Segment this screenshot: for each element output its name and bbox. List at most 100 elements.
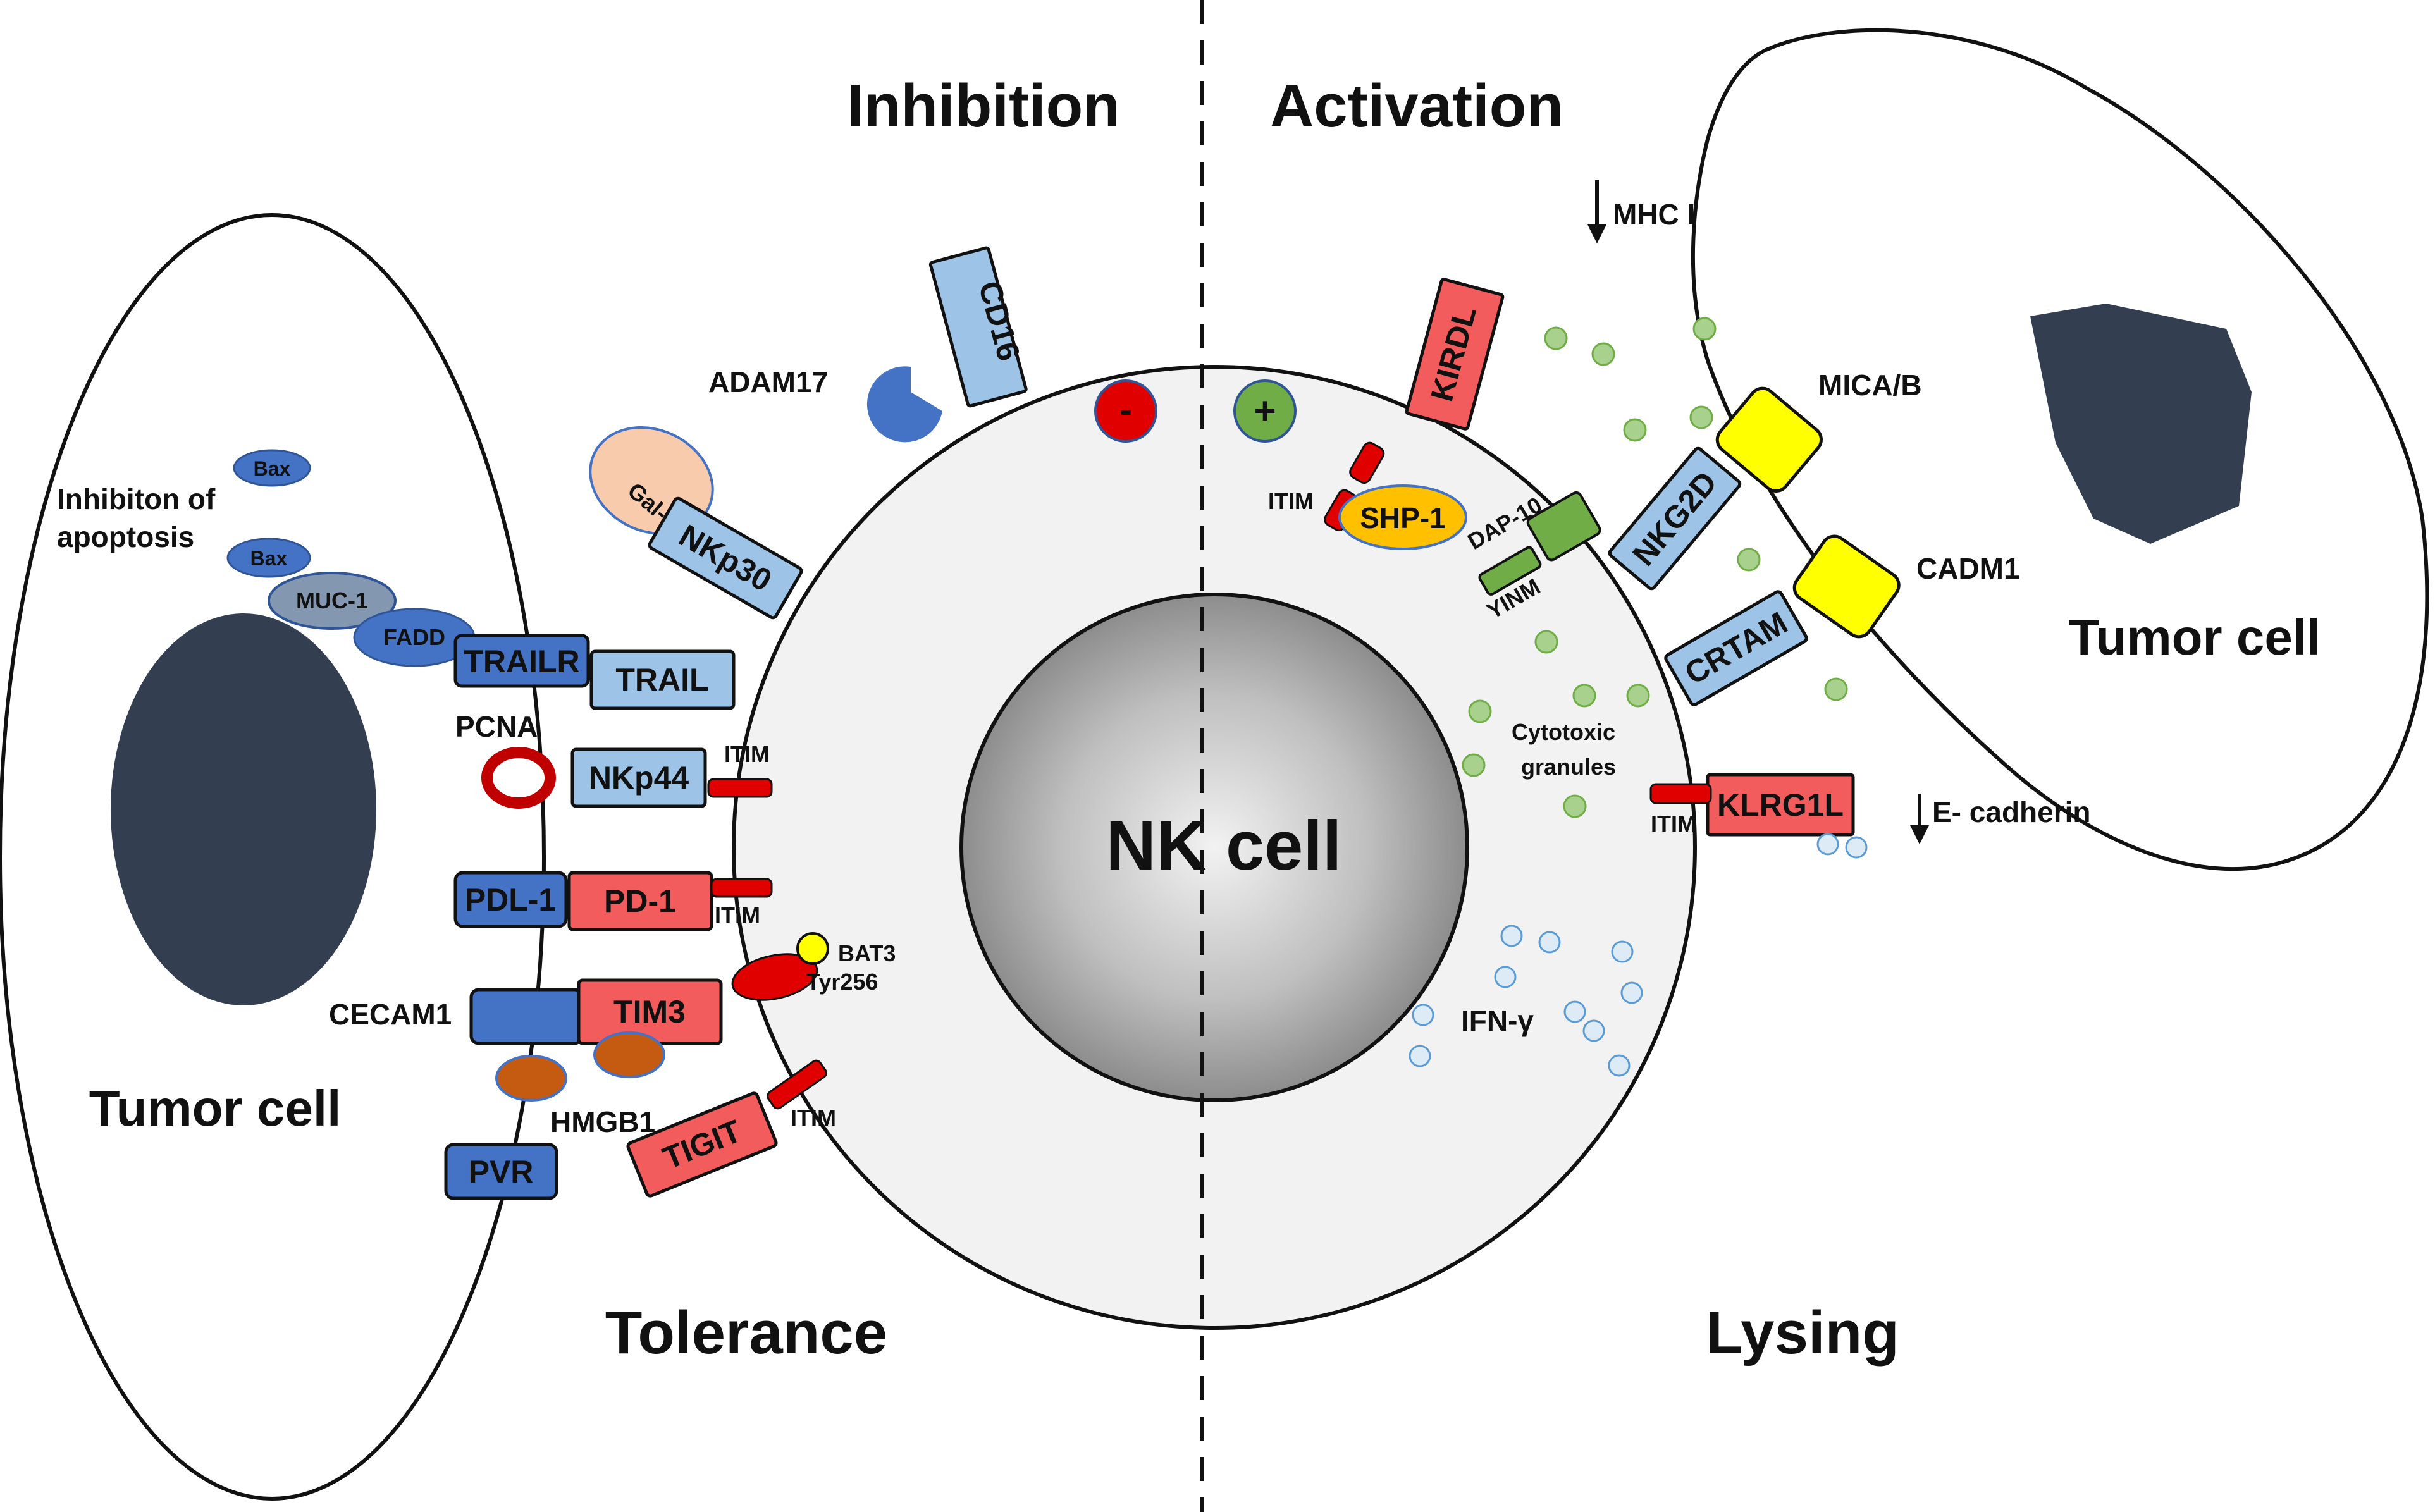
kirdl-receptor: KIRDL	[1405, 278, 1505, 431]
left-tumor-nucleus	[111, 613, 376, 1005]
granule	[1462, 753, 1486, 777]
yinm-box	[1478, 546, 1542, 596]
crtam-box	[1664, 590, 1808, 706]
granule	[1824, 677, 1848, 701]
granule	[1563, 794, 1587, 818]
nkg2d-receptor: NKG2D	[1608, 446, 1742, 591]
tim3-label: TIM3	[613, 994, 686, 1030]
granule	[1544, 326, 1568, 350]
muc1-label: MUC-1	[296, 587, 368, 613]
bax-1	[233, 449, 311, 487]
adam17-label: ADAM17	[708, 366, 828, 398]
cecam1-label: CECAM1	[329, 998, 452, 1031]
crtam-receptor: CRTAM	[1664, 590, 1808, 706]
tumor-cell-right-label: Tumor cell	[2069, 609, 2321, 665]
granule	[1737, 548, 1761, 572]
ifn-dot	[1538, 931, 1561, 954]
bax-2	[226, 538, 311, 578]
cd16-receptor: CD16	[928, 246, 1028, 408]
granule	[1692, 317, 1717, 341]
mica-label: MICA/B	[1818, 369, 1922, 402]
bat3-label: BAT3	[838, 940, 896, 966]
minus-sign-icon	[1094, 379, 1157, 443]
ifn-dot	[1500, 925, 1523, 947]
trail-label: TRAIL	[615, 662, 708, 698]
heading-activation: Activation	[1270, 72, 1563, 140]
ifn-dot	[1608, 1054, 1631, 1077]
shp1-label: SHP-1	[1360, 501, 1445, 534]
tyr256-domain	[731, 953, 818, 1001]
ifn-label: IFN-γ	[1461, 1004, 1534, 1037]
ifn-dot	[1620, 981, 1643, 1004]
cytotoxic-line2: granules	[1521, 754, 1616, 780]
pd1-box	[567, 871, 713, 931]
ecadherin-arrowhead-icon	[1910, 825, 1929, 844]
ecadherin-label: E- cadherin	[1932, 796, 2091, 828]
bat3-icon	[796, 932, 829, 965]
pdl1-label: PDL-1	[465, 882, 556, 918]
bax-2-label: Bax	[250, 547, 288, 570]
itim-nkp44-label: ITIM	[724, 741, 770, 767]
pdl1-box	[453, 871, 568, 928]
pvr-box	[444, 1143, 558, 1200]
nk-cell-label: NK cell	[1106, 807, 1342, 885]
ifn-dot	[1494, 966, 1517, 988]
itim-klrg1-label: ITIM	[1651, 811, 1696, 837]
trail-box	[589, 649, 736, 710]
granule	[1626, 684, 1650, 708]
muc1	[268, 572, 397, 630]
nkp44-label: NKp44	[589, 760, 689, 796]
itim-tigit-label: ITIM	[791, 1105, 836, 1131]
pcna-label: PCNA	[455, 710, 538, 743]
pvr-label: PVR	[469, 1154, 534, 1189]
plus-sign: +	[1254, 390, 1276, 432]
cadm1-label: CADM1	[1916, 552, 2020, 585]
pd1-label: PD-1	[604, 883, 676, 919]
cytotoxic-granules	[1462, 317, 1848, 818]
mica-box	[1715, 386, 1823, 493]
minus-sign: -	[1119, 388, 1132, 431]
mhc-label: MHC I	[1613, 198, 1695, 231]
shp1	[1338, 484, 1467, 550]
inhibition-of-apoptosis-line2: apoptosis	[57, 520, 194, 553]
pcna-ring-icon	[481, 747, 556, 809]
trailr-label: TRAILR	[464, 644, 579, 679]
cadm1-box	[1792, 534, 1901, 639]
nkg2d-box	[1608, 446, 1742, 591]
hmgb1-1	[495, 1055, 567, 1102]
nkp30-box	[648, 496, 803, 620]
nk-cell-nucleus	[959, 593, 1469, 1102]
dap10-box	[1526, 491, 1601, 562]
ifn-dot	[1409, 1045, 1431, 1067]
nkp30-receptor: NKp30	[648, 496, 803, 620]
ifn-dot	[1816, 833, 1839, 856]
itim-pd1-icon	[710, 878, 773, 898]
itim-tigit-icon	[767, 1059, 827, 1110]
bax-1-label: Bax	[254, 457, 291, 480]
nkp44-box	[570, 747, 707, 808]
inhibition-of-apoptosis-line1: Inhibiton of	[57, 482, 216, 515]
cecam1-box	[469, 988, 584, 1045]
right-tumor-nucleus	[2030, 304, 2252, 544]
hmgb1-label: HMGB1	[550, 1105, 655, 1138]
granule	[1689, 405, 1713, 429]
kirdl-box	[1405, 278, 1505, 431]
mhc-arrowhead-icon	[1587, 224, 1606, 243]
trailr-box	[453, 634, 590, 688]
plus-sign-icon	[1233, 379, 1297, 443]
granule	[1572, 684, 1596, 708]
ifn-gamma-molecules	[1409, 833, 1868, 1077]
heading-lysing: Lysing	[1706, 1299, 1899, 1367]
granule	[1623, 418, 1647, 442]
tumor-cell-left-label: Tumor cell	[89, 1080, 342, 1136]
cd16-box	[928, 246, 1028, 408]
ifn-dot	[1563, 1000, 1586, 1023]
ifn-dot	[1845, 836, 1868, 859]
klrg1l-box	[1706, 773, 1855, 837]
tigit-box	[626, 1091, 778, 1198]
itim-nkp44-icon	[707, 778, 773, 798]
granule	[1468, 699, 1492, 723]
granule	[1591, 342, 1615, 366]
itim-kir-label: ITIM	[1268, 488, 1314, 514]
